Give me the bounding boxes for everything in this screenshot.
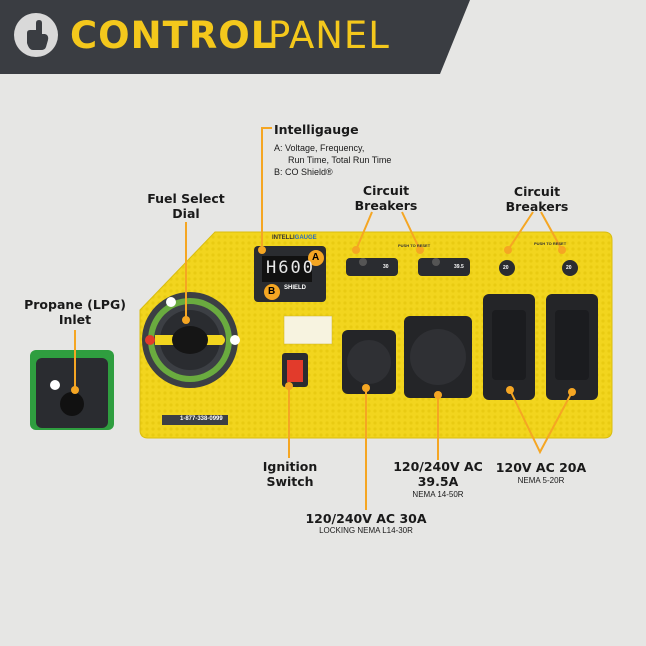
push-to-reset-left: PUSH TO RESET bbox=[398, 243, 431, 248]
breaker-20b-label: 20 bbox=[566, 265, 572, 271]
breaker-30-label: 30 bbox=[383, 264, 389, 270]
intelligauge-label: Intelligauge bbox=[274, 122, 359, 137]
outlet-20a-label: 120V AC 20A bbox=[495, 460, 587, 475]
intelli-brand: INTELLIGAUGE bbox=[272, 235, 317, 241]
marker-a: A bbox=[312, 252, 320, 263]
page-title-bold: CONTROL bbox=[70, 14, 276, 57]
propane-inlet-label: Propane (LPG)Inlet bbox=[24, 297, 126, 327]
intelligauge-display: H600 bbox=[266, 258, 315, 278]
phone-number: 1-877-338-0999 bbox=[180, 416, 223, 422]
breaker-395-label: 39.5 bbox=[454, 264, 464, 270]
hand-pointer-icon bbox=[14, 13, 58, 57]
push-to-reset-right: PUSH TO RESET bbox=[534, 241, 567, 246]
intelligauge-desc: A: Voltage, Frequency, Run Time, Total R… bbox=[274, 143, 392, 177]
outlet-50a-sublabel: NEMA 14-50R bbox=[412, 490, 464, 499]
breaker-20a-label: 20 bbox=[503, 265, 509, 271]
page-title-light: PANEL bbox=[268, 14, 390, 57]
outlet-30a-label: 120/240V AC 30A bbox=[305, 511, 427, 526]
outlet-20a-sublabel: NEMA 5-20R bbox=[517, 476, 565, 485]
outlet-30a-sublabel: LOCKING NEMA L14-30R bbox=[319, 526, 413, 535]
header-banner bbox=[0, 0, 470, 74]
marker-b: B bbox=[268, 286, 276, 297]
co-shield-badge: SHIELD bbox=[284, 285, 307, 291]
